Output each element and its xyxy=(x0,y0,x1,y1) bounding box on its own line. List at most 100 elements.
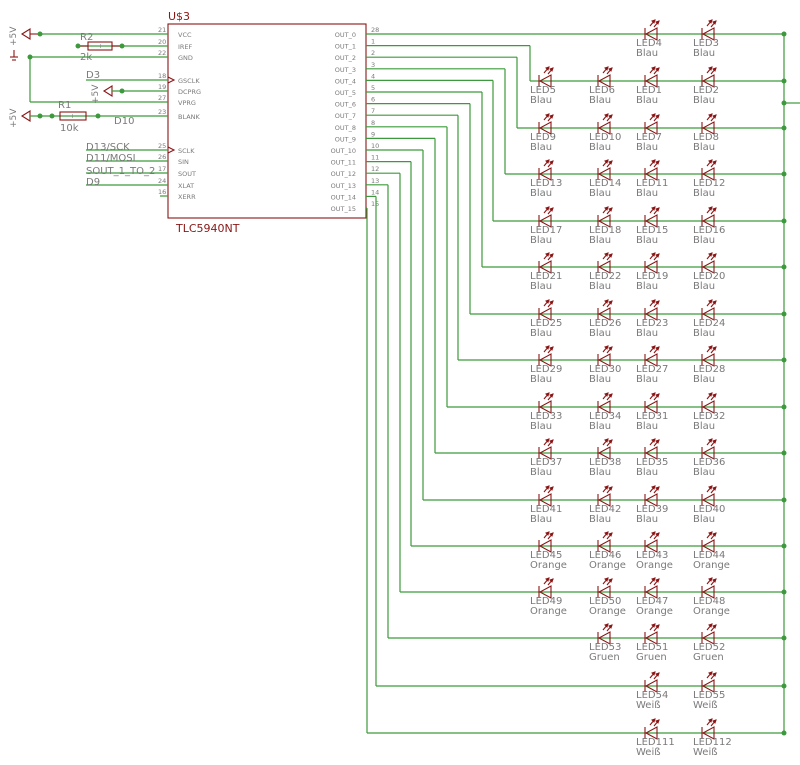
chip-out-pin-number: 28 xyxy=(371,26,379,34)
led-diode-icon xyxy=(538,307,552,321)
svg-text:+: + xyxy=(98,42,103,50)
led-ref-label: LED49 xyxy=(530,596,562,607)
chip-pin-number: 26 xyxy=(158,153,166,161)
led-ref-label: LED112 xyxy=(693,737,732,748)
led-ref-label: LED3 xyxy=(693,38,719,49)
chip-pin-name: VPRG xyxy=(178,99,196,107)
led-diode-icon xyxy=(701,307,715,321)
led-diode-icon xyxy=(701,353,715,367)
led-diode-icon xyxy=(597,167,611,181)
led-ref-label: LED39 xyxy=(636,504,668,515)
led-ref-label: LED20 xyxy=(693,271,725,282)
led-diode-icon xyxy=(701,121,715,135)
led-color-label: Blau xyxy=(530,467,552,478)
chip-out-pin-name: OUT_8 xyxy=(335,124,356,132)
chip-out-pin-name: OUT_2 xyxy=(335,54,356,62)
net-d13-label: D13/SCK xyxy=(86,142,130,153)
led-color-label: Blau xyxy=(589,328,611,339)
led-diode-icon xyxy=(538,74,552,88)
chip-out-pin-name: OUT_3 xyxy=(335,66,356,74)
led-color-label: Blau xyxy=(589,421,611,432)
led-ref-label: LED43 xyxy=(636,550,668,561)
led-ref-label: LED51 xyxy=(636,642,668,653)
led-color-label: Blau xyxy=(636,421,658,432)
net-d9-label: D9 xyxy=(86,177,100,188)
led-ref-label: LED48 xyxy=(693,596,725,607)
chip-ref-label: U$3 xyxy=(168,10,190,23)
led-diode-icon xyxy=(644,679,658,693)
chip-out-pin-number: 12 xyxy=(371,165,379,173)
led-diode-icon xyxy=(644,493,658,507)
led-ref-label: LED26 xyxy=(589,318,621,329)
vcc-supply-label: +5V xyxy=(9,26,19,46)
led-color-label: Blau xyxy=(636,142,658,153)
led-color-label: Blau xyxy=(693,188,715,199)
led-matrix: LED4BlauLED3BlauLED5BlauLED6BlauLED1Blau… xyxy=(366,19,800,758)
led-diode-icon xyxy=(597,493,611,507)
led-diode-icon xyxy=(644,446,658,460)
led-color-label: Blau xyxy=(530,188,552,199)
led-ref-label: LED11 xyxy=(636,178,668,189)
led-diode-icon xyxy=(597,121,611,135)
led-diode-icon xyxy=(597,307,611,321)
led-ref-label: LED24 xyxy=(693,318,725,329)
led-diode-icon xyxy=(538,493,552,507)
led-diode-icon xyxy=(701,493,715,507)
led-color-label: Blau xyxy=(530,328,552,339)
led-diode-icon xyxy=(644,214,658,228)
chip-out-pin-name: OUT_7 xyxy=(335,112,356,120)
led-diode-icon xyxy=(701,400,715,414)
chip-pin-name: GND xyxy=(178,54,193,62)
chip-out-pin-number: 13 xyxy=(371,177,379,185)
tlc5940-chip-body xyxy=(167,23,367,219)
led-color-label: Blau xyxy=(589,514,611,525)
led-color-label: Orange xyxy=(589,560,626,571)
led-color-label: Blau xyxy=(636,514,658,525)
r1-value-label: 10k xyxy=(60,123,79,134)
led-color-label: Blau xyxy=(589,374,611,385)
chip-out-pin-name: OUT_14 xyxy=(331,193,356,201)
chip-pin-number: 27 xyxy=(158,94,166,102)
led-ref-label: LED7 xyxy=(636,132,662,143)
led-diode-icon xyxy=(701,679,715,693)
led-color-label: Blau xyxy=(693,328,715,339)
led-ref-label: LED1 xyxy=(636,85,662,96)
led-ref-label: LED45 xyxy=(530,550,562,561)
led-color-label: Blau xyxy=(530,235,552,246)
chip-pin-name: IREF xyxy=(178,43,193,51)
chip-out-pin-name: OUT_11 xyxy=(331,159,356,167)
chip-pin-name: SOUT xyxy=(178,170,196,178)
vcc2-supply-arrow-icon xyxy=(20,110,31,122)
led-color-label: Blau xyxy=(589,188,611,199)
led-color-label: Blau xyxy=(530,374,552,385)
chip-out-pin-number: 7 xyxy=(371,107,375,115)
led-diode-icon xyxy=(597,539,611,553)
chip-out-pin-name: OUT_5 xyxy=(335,89,356,97)
led-ref-label: LED33 xyxy=(530,411,562,422)
chip-pin-name: SIN xyxy=(178,158,189,166)
led-ref-label: LED19 xyxy=(636,271,668,282)
led-color-label: Weiß xyxy=(693,747,718,758)
led-color-label: Blau xyxy=(636,328,658,339)
led-diode-icon xyxy=(644,260,658,274)
